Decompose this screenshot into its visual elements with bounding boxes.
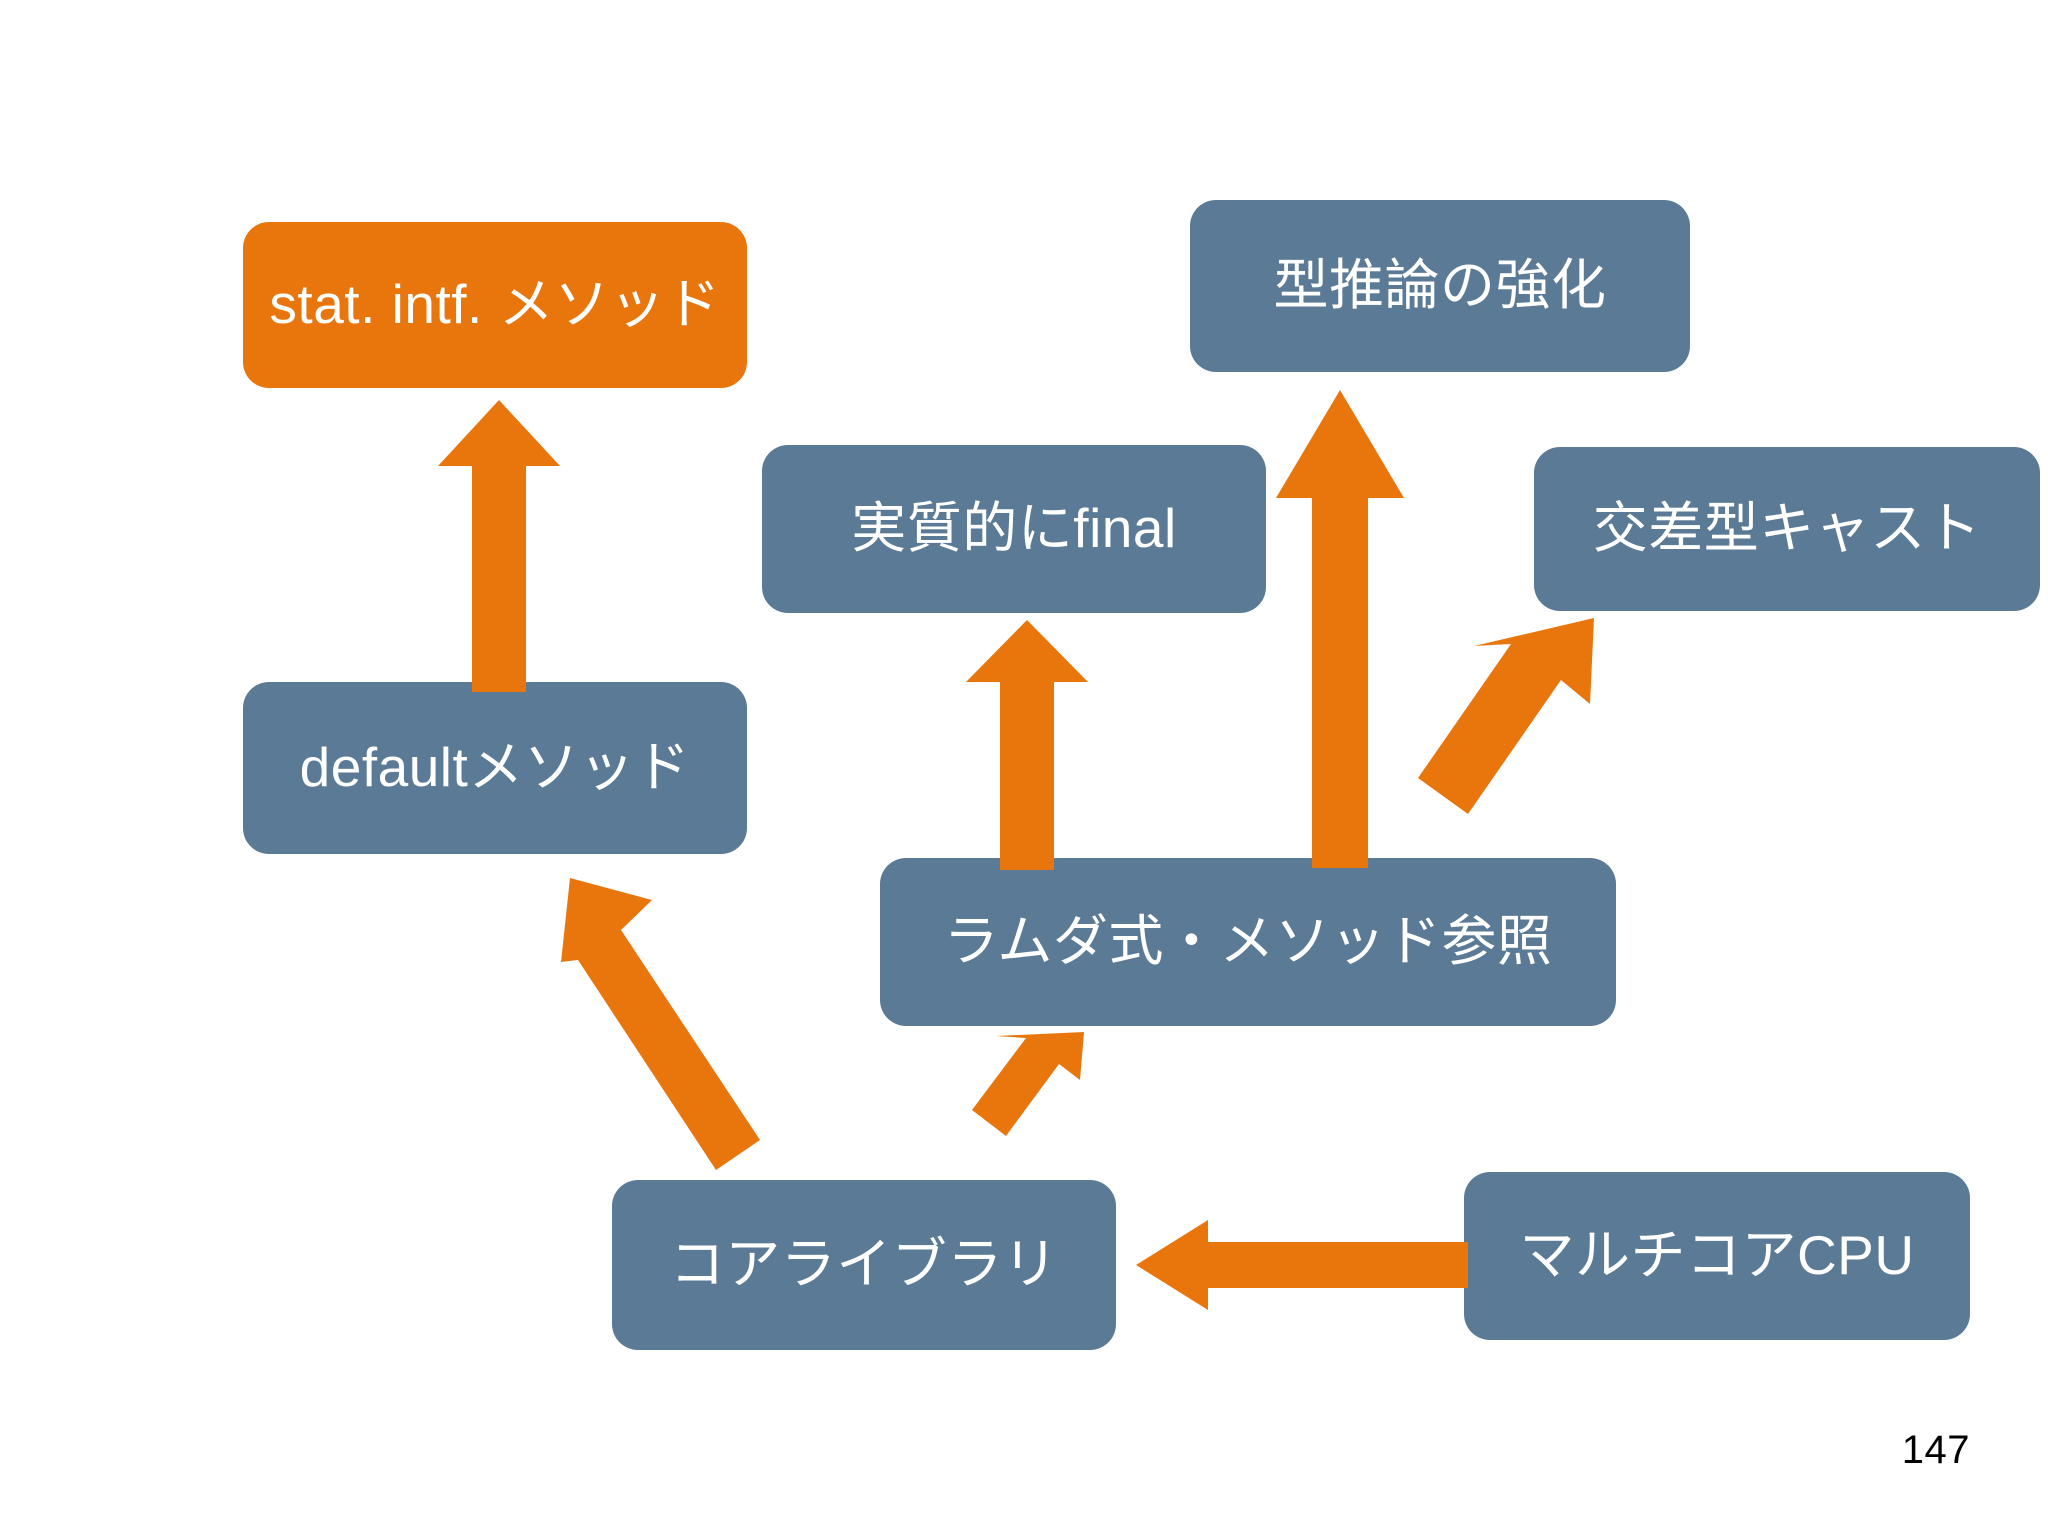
page-number: 147 [1901, 1428, 1970, 1472]
arrow-shape [438, 400, 560, 692]
node-core-library[interactable]: コアライブラリ [612, 1180, 1116, 1350]
arrow-up-right-icon-lambda-to-intersection-cast [1404, 618, 1594, 838]
node-label: 型推論の強化 [1273, 254, 1607, 317]
arrow-shape [1418, 618, 1594, 814]
arrow-shape [1136, 1220, 1468, 1310]
arrow-up-right-icon-core-library-to-lambda [972, 1030, 1118, 1188]
node-static-interface-method[interactable]: stat. intf. メソッド [243, 222, 747, 388]
node-effectively-final[interactable]: 実質的にfinal [762, 445, 1266, 613]
arrow-shape [972, 1032, 1084, 1136]
node-label: stat. intf. メソッド [269, 273, 721, 336]
node-intersection-cast[interactable]: 交差型キャスト [1534, 447, 2040, 611]
node-label: マルチコアCPU [1519, 1224, 1915, 1287]
node-multicore-cpu[interactable]: マルチコアCPU [1464, 1172, 1970, 1340]
arrow-shape [1276, 390, 1404, 868]
arrow-left-icon-multicore-cpu-to-core-library [1136, 1212, 1468, 1318]
node-lambda-method-reference[interactable]: ラムダ式・メソッド参照 [880, 858, 1616, 1026]
arrow-up-icon-default-to-static-interface [438, 400, 560, 692]
arrow-shape [561, 878, 760, 1170]
node-label: 交差型キャスト [1592, 497, 1982, 560]
node-type-inference[interactable]: 型推論の強化 [1190, 200, 1690, 372]
arrow-up-icon-lambda-to-effectively-final [966, 620, 1088, 870]
arrow-shape [966, 620, 1088, 870]
arrow-up-left-icon-core-library-to-default-method [548, 850, 788, 1170]
node-label: 実質的にfinal [851, 497, 1177, 560]
arrow-up-icon-lambda-to-type-inference [1276, 390, 1404, 868]
node-default-method[interactable]: defaultメソッド [243, 682, 747, 854]
node-label: ラムダ式・メソッド参照 [943, 910, 1553, 973]
node-label: defaultメソッド [299, 736, 691, 799]
node-label: コアライブラリ [669, 1233, 1059, 1296]
